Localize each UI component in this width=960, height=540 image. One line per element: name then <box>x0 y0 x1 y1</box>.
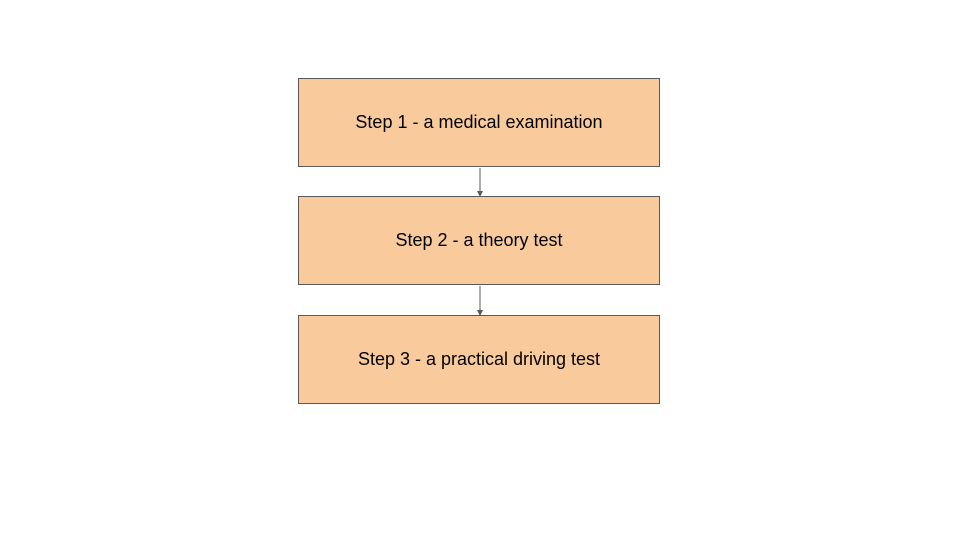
step-2-label: Step 2 - a theory test <box>395 230 563 250</box>
step-3-label: Step 3 - a practical driving test <box>357 349 601 369</box>
step-2-box[interactable]: Step 2 - a theory test <box>298 196 660 285</box>
step-3-box[interactable]: Step 3 - a practical driving test <box>298 315 660 404</box>
step-1-box[interactable]: Step 1 - a medical examination <box>298 78 660 167</box>
step-1-label: Step 1 - a medical examination <box>355 112 603 132</box>
